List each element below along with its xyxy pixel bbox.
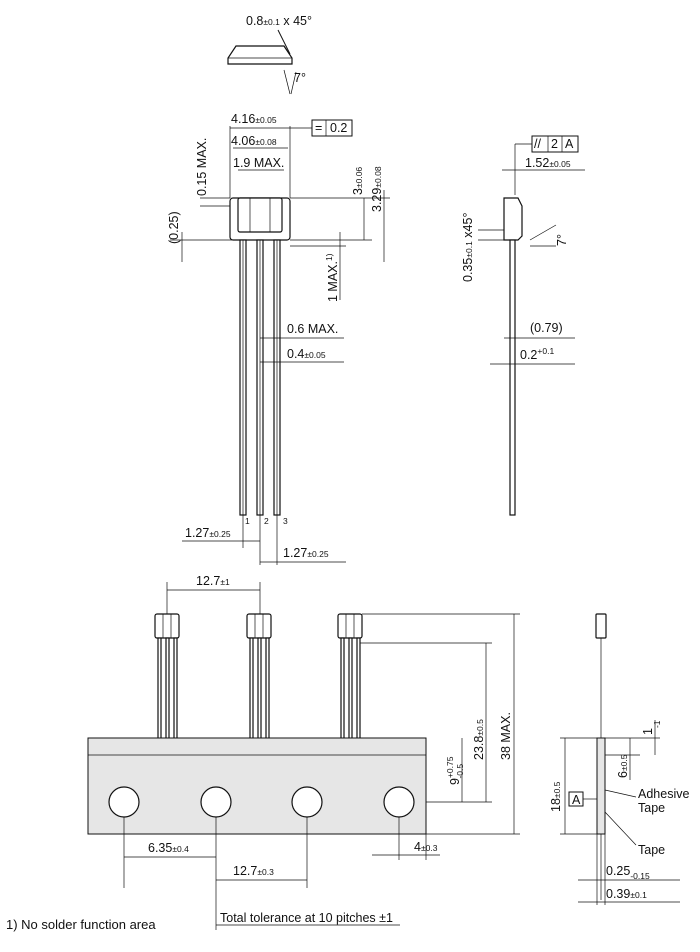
sprocket-hole (383, 786, 415, 818)
sprocket-hole (291, 786, 323, 818)
adhesive-tape-label-2: Tape (638, 801, 665, 815)
footnote: 1) No solder function area (6, 917, 156, 932)
tape-front-view: 12.7±1 23.8±0.5 (87, 574, 520, 930)
tape-component-1 (154, 613, 180, 747)
tape-component-2 (246, 613, 272, 747)
dim-1-label: 1-1 (641, 720, 662, 735)
adhesive-tape-label: Adhesive (638, 787, 689, 801)
pin-1-label: 1 (245, 516, 250, 526)
width-406-label: 4.06±0.08 (231, 134, 277, 148)
carrier-tape (87, 737, 427, 835)
lead-side (509, 239, 516, 516)
tape-label: Tape (638, 843, 665, 857)
parallelism-ref: A (565, 137, 574, 151)
dim-025-label: 0.25-0.15 (606, 864, 650, 881)
max-38-label: 38 MAX. (499, 712, 513, 760)
pitch-127-right-label: 1.27±0.25 (283, 546, 329, 560)
height-9-label: 9+0.75-0.5 (445, 756, 465, 785)
tape-component-3 (337, 613, 363, 747)
pin-2-label: 2 (264, 516, 269, 526)
pitch-127-left-label: 1.27±0.25 (185, 526, 231, 540)
height-3-label: 3±0.06 (351, 167, 365, 195)
parallelism-value: 2 (551, 137, 558, 151)
depth-152-label: 1.52±0.05 (525, 156, 571, 170)
front-view: 4.16±0.05 4.06±0.08 1.9 MAX. = 0.2 0.15 … (167, 112, 390, 565)
datum-a-label: A (572, 793, 581, 807)
tape-pitch-label: 12.7±1 (196, 574, 230, 588)
dim-079-label: (0.79) (530, 321, 563, 335)
flatness-symbol: = (315, 121, 322, 135)
tape-side-view: 18±0.5 1-1 6±0.5 A Adhesive Tape Tape 0.… (549, 613, 689, 905)
dim-4-label: 4±0.3 (414, 840, 438, 854)
max-015-label: 0.15 MAX. (195, 138, 209, 196)
height-329-label: 3.29±0.08 (370, 166, 384, 212)
package-body-side (503, 197, 523, 241)
angle-top-label: 7° (294, 71, 306, 85)
dim-6-label: 6±0.5 (616, 754, 630, 778)
parallelism-symbol: // (534, 137, 541, 151)
dim-02-label: 0.2+0.1 (520, 346, 554, 362)
dim-127-label: 12.7±0.3 (233, 864, 274, 878)
leads (239, 239, 281, 516)
dim-635-label: 6.35±0.4 (148, 841, 189, 855)
max-1-label: 1 MAX.1) (324, 253, 340, 302)
max-06-label: 0.6 MAX. (287, 322, 338, 336)
width-04-label: 0.4±0.05 (287, 347, 326, 361)
dim-025-label: (0.25) (167, 211, 181, 244)
dim-039-label: 0.39±0.1 (606, 887, 647, 901)
chamfer-top-label: 0.8±0.1 x 45° (246, 14, 312, 28)
height-18-label: 18±0.5 (549, 781, 563, 812)
width-19-max-label: 1.9 MAX. (233, 156, 284, 170)
pin-3-label: 3 (283, 516, 288, 526)
height-238-label: 23.8±0.5 (472, 719, 486, 760)
sprocket-hole (108, 786, 140, 818)
width-416-label: 4.16±0.05 (231, 112, 277, 126)
tape-cross-section (596, 737, 606, 835)
flatness-value: 0.2 (330, 121, 347, 135)
side-angle-label: 7° (555, 234, 569, 246)
chamfer-detail-view: 0.8±0.1 x 45° 7° (227, 14, 312, 95)
side-view: // 2 A 1.52±0.05 0.35±0.1 x45° 7° (0.79)… (461, 135, 585, 516)
total-tolerance-label: Total tolerance at 10 pitches ±1 (220, 911, 393, 925)
side-chamfer-label: 0.35±0.1 x45° (461, 213, 475, 282)
sprocket-hole (200, 786, 232, 818)
